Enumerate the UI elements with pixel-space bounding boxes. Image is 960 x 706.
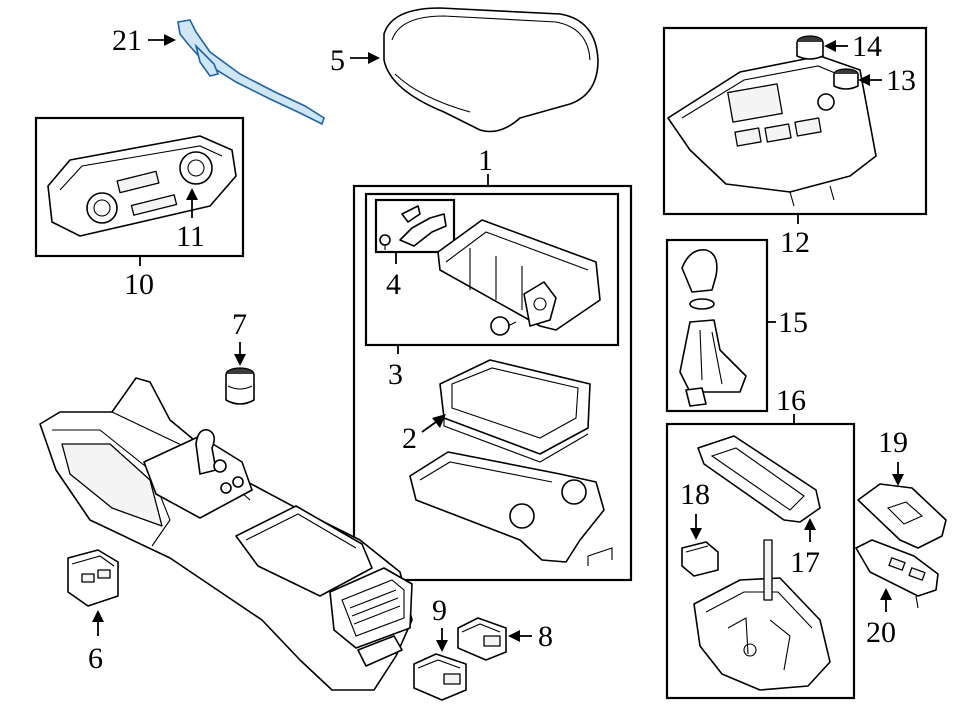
callout-8: 8 [508, 620, 553, 653]
callout-5: 5 [330, 44, 380, 77]
part-9-switch[interactable] [413, 653, 467, 701]
box-16 [665, 422, 856, 700]
part-6-switch[interactable] [67, 549, 119, 607]
part-21-cable[interactable] [177, 19, 325, 126]
part-1-storage-base[interactable] [409, 451, 613, 566]
box-1 [352, 184, 633, 582]
svg-text:6: 6 [88, 642, 103, 675]
callout-20: 20 [866, 588, 896, 649]
part-2-tray[interactable] [439, 359, 591, 463]
svg-text:4: 4 [386, 268, 401, 301]
svg-text:11: 11 [176, 220, 205, 253]
callout-15: 15 [767, 306, 808, 339]
part-7-socket[interactable] [225, 367, 255, 405]
callout-13: 13 [858, 64, 916, 97]
svg-text:3: 3 [388, 358, 403, 391]
svg-text:7: 7 [232, 308, 247, 341]
callout-16: 16 [776, 384, 806, 424]
svg-text:16: 16 [776, 384, 806, 417]
part-14-knob[interactable] [796, 35, 824, 60]
callout-17: 17 [790, 518, 820, 579]
svg-text:10: 10 [124, 268, 154, 301]
part-10-climate-panel[interactable] [47, 135, 237, 237]
callout-14: 14 [824, 30, 882, 63]
part-19-trim-cover[interactable] [857, 483, 947, 549]
callout-2: 2 [402, 414, 446, 455]
part-17-bezel[interactable] [697, 435, 821, 523]
callout-21: 21 [112, 24, 176, 57]
svg-text:9: 9 [432, 594, 447, 627]
callout-11: 11 [176, 188, 205, 253]
svg-text:17: 17 [790, 546, 820, 579]
box-3 [364, 192, 620, 347]
svg-text:15: 15 [778, 306, 808, 339]
center-console-assembly[interactable] [39, 377, 413, 691]
svg-text:13: 13 [886, 64, 916, 97]
svg-text:1: 1 [478, 144, 493, 177]
part-15-shift-knob[interactable] [679, 249, 747, 407]
part-8-switch[interactable] [457, 617, 507, 661]
part-18-switch[interactable] [681, 541, 719, 577]
callout-18: 18 [680, 478, 710, 540]
part-11-knob[interactable] [179, 151, 213, 185]
callout-1: 1 [478, 144, 493, 186]
svg-text:20: 20 [866, 616, 896, 649]
svg-text:8: 8 [538, 620, 553, 653]
callout-3: 3 [388, 345, 403, 391]
part-5-armrest-lid[interactable] [383, 7, 599, 133]
part-20-switch-panel[interactable] [855, 539, 939, 609]
svg-text:2: 2 [402, 422, 417, 455]
svg-text:12: 12 [780, 226, 810, 259]
part-4-clips[interactable] [379, 205, 447, 250]
svg-text:5: 5 [330, 44, 345, 77]
svg-text:21: 21 [112, 24, 142, 57]
box-4 [374, 198, 456, 254]
part-13-knob[interactable] [833, 68, 859, 90]
part-3-hinge[interactable] [437, 219, 601, 336]
box-12 [662, 26, 928, 216]
callout-4: 4 [386, 252, 401, 301]
svg-text:18: 18 [680, 478, 710, 511]
svg-text:14: 14 [852, 30, 882, 63]
box-15 [665, 238, 769, 413]
callout-19: 19 [878, 426, 908, 486]
callout-7: 7 [232, 308, 247, 366]
part-12-control-panel[interactable] [667, 55, 877, 207]
callout-10: 10 [124, 256, 154, 301]
svg-text:19: 19 [878, 426, 908, 459]
callout-6: 6 [88, 610, 104, 675]
callout-12: 12 [780, 214, 810, 259]
callout-9: 9 [432, 594, 448, 652]
part-16-shifter-mechanism[interactable] [693, 539, 831, 691]
